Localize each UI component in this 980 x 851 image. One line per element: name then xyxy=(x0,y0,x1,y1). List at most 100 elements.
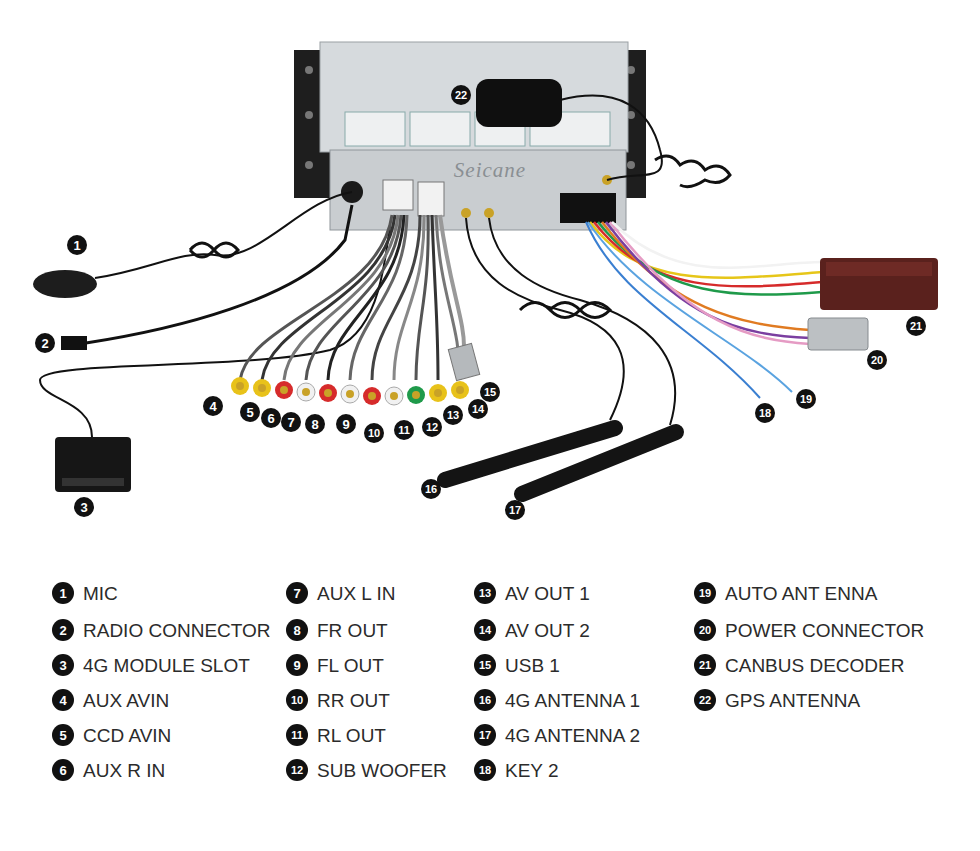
key-label: RR OUT xyxy=(317,691,390,710)
key-number: 18 xyxy=(474,759,496,781)
key-number: 21 xyxy=(694,654,716,676)
key-number: 16 xyxy=(474,689,496,711)
gps-cable xyxy=(560,96,662,180)
key-number: 2 xyxy=(52,619,74,641)
bracket-hole xyxy=(305,66,313,74)
key-number: 12 xyxy=(286,759,308,781)
av-wire xyxy=(240,215,392,380)
microphone xyxy=(33,270,97,298)
av-wire xyxy=(350,215,407,380)
radio-connector xyxy=(61,336,87,350)
key-label: RADIO CONNECTOR xyxy=(83,621,271,640)
callout-number: 12 xyxy=(422,417,442,437)
mic-cable xyxy=(95,192,352,278)
callout-number: 18 xyxy=(755,403,775,423)
key-number: 11 xyxy=(286,724,308,746)
rca-pin xyxy=(280,386,288,394)
callout-number: 9 xyxy=(336,414,356,434)
key-number: 15 xyxy=(474,654,496,676)
callout-number: 10 xyxy=(364,423,384,443)
callout-number: 21 xyxy=(906,316,926,336)
key-number: 7 xyxy=(286,582,308,604)
key-label: MIC xyxy=(83,584,118,603)
watermark: Seicane xyxy=(454,160,526,181)
radio-cable xyxy=(86,205,352,343)
key-number: 6 xyxy=(52,759,74,781)
key-label: SUB WOOFER xyxy=(317,761,447,780)
key-label: RL OUT xyxy=(317,726,386,745)
rca-plug xyxy=(275,381,293,399)
harness-wire xyxy=(586,222,760,398)
cable-coil xyxy=(190,243,238,257)
4g-module xyxy=(55,437,131,492)
callout-number: 1 xyxy=(67,235,87,255)
callout-number: 20 xyxy=(867,350,887,370)
callout-number: 19 xyxy=(796,389,816,409)
key-number: 14 xyxy=(474,619,496,641)
harness-wire xyxy=(588,222,792,392)
canbus-box xyxy=(820,258,938,310)
bracket-hole xyxy=(627,161,635,169)
key-label: CANBUS DECODER xyxy=(725,656,904,675)
rca-plug xyxy=(407,386,425,404)
callout-number: 22 xyxy=(451,85,471,105)
rca-plugs xyxy=(231,377,469,405)
key-number: 5 xyxy=(52,724,74,746)
key-label: USB 1 xyxy=(505,656,560,675)
callout-number: 4 xyxy=(203,396,223,416)
callout-number: 7 xyxy=(281,412,301,432)
rca-pin xyxy=(412,391,420,399)
cable-coil xyxy=(655,156,730,187)
harness-wire xyxy=(606,222,810,338)
rca-pin xyxy=(324,389,332,397)
callout-number: 8 xyxy=(305,414,325,434)
callout-number: 2 xyxy=(35,333,55,353)
rca-plug xyxy=(253,379,271,397)
av-wire xyxy=(284,215,398,380)
callout-number: 11 xyxy=(394,420,414,440)
callout-number: 5 xyxy=(240,402,260,422)
key-label: 4G ANTENNA 2 xyxy=(505,726,640,745)
key-label: GPS ANTENNA xyxy=(725,691,860,710)
sma-connector xyxy=(484,208,494,218)
power-plug xyxy=(808,318,868,350)
key-number: 22 xyxy=(694,689,716,711)
key-label: AUX AVIN xyxy=(83,691,169,710)
rca-pin xyxy=(456,386,464,394)
module-slot xyxy=(62,478,124,486)
rca-plug xyxy=(429,384,447,402)
usb-plug xyxy=(448,343,479,380)
key-label: FL OUT xyxy=(317,656,384,675)
callout-number: 6 xyxy=(261,408,281,428)
bracket-hole xyxy=(305,111,313,119)
callout-number: 3 xyxy=(74,497,94,517)
harness-wire xyxy=(610,222,810,344)
key-number: 9 xyxy=(286,654,308,676)
canbus-top xyxy=(826,262,932,276)
key-label: AUTO ANT ENNA xyxy=(725,584,877,603)
rca-plug xyxy=(451,381,469,399)
bracket-hole xyxy=(305,161,313,169)
key-number: 13 xyxy=(474,582,496,604)
sticker xyxy=(410,112,470,146)
4g-antenna xyxy=(522,432,676,494)
key-number: 19 xyxy=(694,582,716,604)
callout-number: 14 xyxy=(468,399,488,419)
rca-pin xyxy=(302,388,310,396)
rca-plug xyxy=(231,377,249,395)
key-label: AV OUT 1 xyxy=(505,584,590,603)
key-label: AUX L IN xyxy=(317,584,396,603)
rca-pin xyxy=(236,382,244,390)
usb-wire xyxy=(440,215,464,350)
rca-plug xyxy=(297,383,315,401)
gps-antenna xyxy=(476,79,562,127)
key-label: AUX R IN xyxy=(83,761,165,780)
key-label: 4G ANTENNA 1 xyxy=(505,691,640,710)
key-label: CCD AVIN xyxy=(83,726,171,745)
key-number: 1 xyxy=(52,582,74,604)
key-number: 17 xyxy=(474,724,496,746)
rca-plug xyxy=(319,384,337,402)
key-label: 4G MODULE SLOT xyxy=(83,656,250,675)
callout-number: 17 xyxy=(505,500,525,520)
